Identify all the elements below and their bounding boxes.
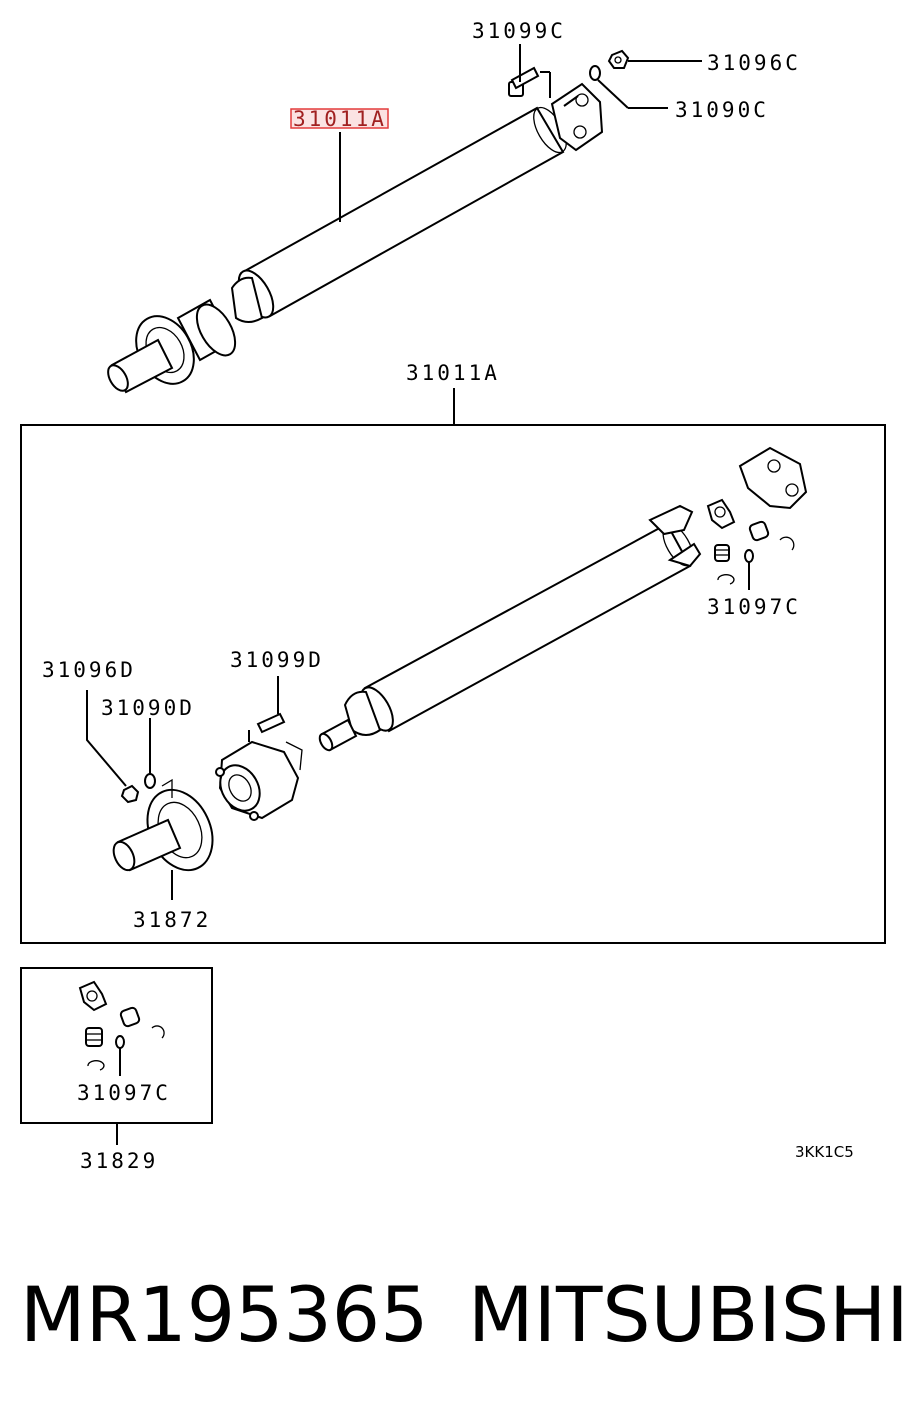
highlight-box (290, 108, 389, 129)
label-31099c: 31099C (472, 19, 566, 43)
bolt-icon (508, 66, 540, 97)
label-31099d: 31099D (230, 648, 324, 672)
cv-joint-icon (215, 740, 303, 821)
label-31829: 31829 (80, 1149, 158, 1173)
washer-icon (589, 65, 601, 81)
label-31096d: 31096D (42, 658, 136, 682)
label-31090c: 31090C (675, 98, 769, 122)
brand-name: MITSUBISHI (468, 1270, 909, 1359)
kit-bearing-cup-icon (85, 1006, 141, 1047)
label-31090d: 31090D (101, 696, 195, 720)
nut-icon-detail (120, 784, 140, 804)
top-propeller-shaft (107, 71, 604, 394)
label-kit-31097c: 31097C (77, 1081, 171, 1105)
nut-icon (607, 49, 630, 69)
label-31097c: 31097C (707, 595, 801, 619)
flange-icon (112, 778, 214, 872)
label-31096c: 31096C (707, 51, 801, 75)
kit-cross-icon (78, 980, 108, 1012)
label-31872: 31872 (133, 908, 211, 932)
part-number: MR195365 (20, 1270, 429, 1359)
snap-ring-icon (717, 536, 795, 585)
diagram-code: 3KK1C5 (795, 1143, 854, 1161)
detail-propeller-shaft (318, 504, 702, 752)
label-31011a-highlighted[interactable]: 31011A (293, 107, 387, 131)
bolt-icon-detail (248, 712, 286, 742)
label-31011a: 31011A (406, 361, 500, 385)
kit-snap-ring-icon (87, 1025, 165, 1071)
washer-icon-detail (144, 773, 156, 789)
bearing-cup-icon (714, 520, 770, 562)
universal-joint-icon (706, 446, 808, 530)
